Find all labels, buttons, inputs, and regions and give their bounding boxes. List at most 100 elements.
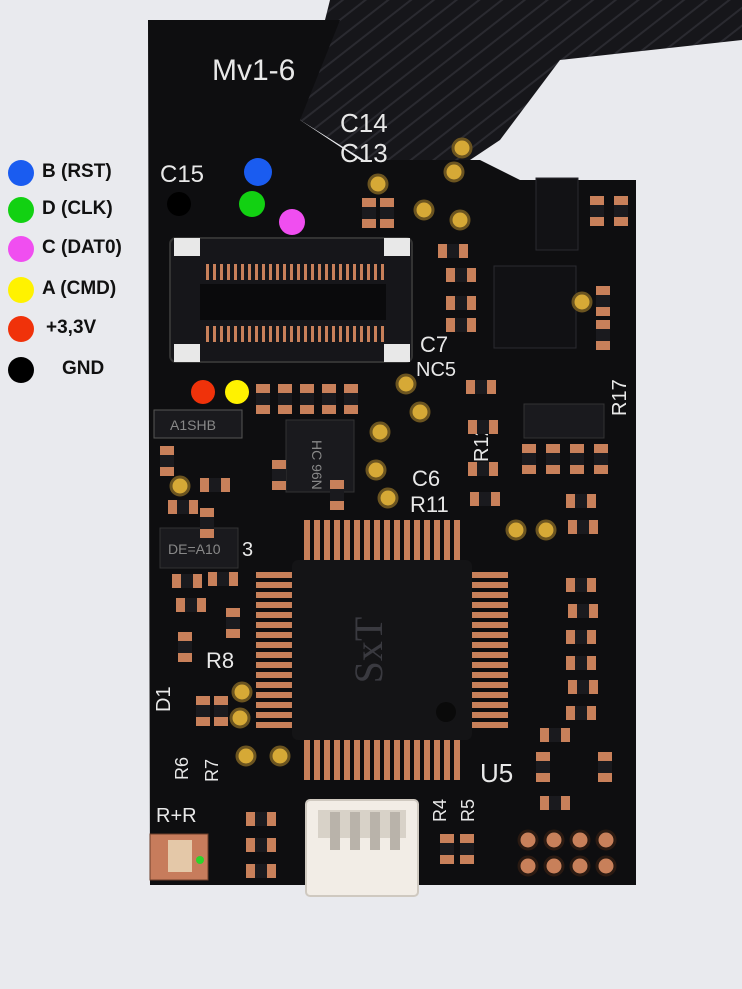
smd-pad [546, 465, 560, 474]
smd-pad [561, 728, 570, 742]
smd-pad [522, 444, 536, 453]
chip-pin [472, 662, 508, 668]
connector-pin [206, 326, 209, 342]
smd-pad [160, 467, 174, 476]
smd-pad [522, 465, 536, 474]
smd-pad [596, 286, 610, 295]
connector-pin [206, 264, 209, 280]
smd-pad [278, 384, 292, 393]
smd-pad [256, 405, 270, 414]
connector-pin [213, 264, 216, 280]
smd-pad [546, 444, 560, 453]
smd-pad [590, 196, 604, 205]
smd-pad [178, 653, 192, 662]
chip-pin [472, 682, 508, 688]
legend-dot-icon [8, 160, 34, 186]
connector-pin [290, 264, 293, 280]
chip-pin [454, 740, 460, 780]
chip-pin [314, 520, 320, 560]
chip-pin [472, 622, 508, 628]
chip-pin [394, 520, 400, 560]
legend-dot-icon [8, 277, 34, 303]
smd-pad [200, 529, 214, 538]
connector-pin [297, 264, 300, 280]
connector-pin [220, 326, 223, 342]
connector-pin [241, 264, 244, 280]
flex-cable [300, 0, 742, 170]
smd-pad [594, 444, 608, 453]
chip-pin [256, 712, 292, 718]
chip-pin [472, 582, 508, 588]
smd-pad [568, 680, 577, 694]
smd-pad [446, 268, 455, 282]
smd-pad [540, 728, 549, 742]
connector-pin [248, 264, 251, 280]
chip-pin [374, 520, 380, 560]
test-pad [409, 401, 431, 423]
led-component [149, 833, 209, 881]
jst-connector [305, 799, 419, 897]
ic-de: DE=A10 [159, 527, 239, 569]
chip-pin [304, 740, 310, 780]
smd-pad [267, 812, 276, 826]
smd-pad [160, 446, 174, 455]
connector-pin [325, 264, 328, 280]
chip-left-text: DE=A10 [168, 541, 221, 557]
smd-pad [566, 656, 575, 670]
smd-pad [267, 838, 276, 852]
connector-pin [269, 326, 272, 342]
chip-pin [256, 682, 292, 688]
test-pad [269, 745, 291, 767]
chip-pin [472, 672, 508, 678]
chip-pin [256, 672, 292, 678]
legend-dot-icon [8, 316, 34, 342]
smd-pad [246, 812, 255, 826]
chip-pin [472, 572, 508, 578]
smd-pad [468, 420, 477, 434]
through-hole [517, 855, 539, 877]
smd-pad [380, 198, 394, 207]
connector-pin [269, 264, 272, 280]
connector-pin [346, 264, 349, 280]
chip-pin [256, 652, 292, 658]
silk-r4: R4 [430, 799, 450, 822]
chip-pin [472, 692, 508, 698]
smd-pad [330, 480, 344, 489]
chip-pin [256, 702, 292, 708]
smd-pad [300, 384, 314, 393]
smd-pad [176, 598, 185, 612]
chip-pin [364, 520, 370, 560]
smd-pad [590, 217, 604, 226]
smd-pad [322, 405, 336, 414]
connector-pin [360, 326, 363, 342]
smd-pad [256, 384, 270, 393]
smd-pad [246, 838, 255, 852]
smd-pad [362, 219, 376, 228]
probe-clk-dot [239, 191, 265, 217]
connector-pin [339, 264, 342, 280]
smd-pad [614, 196, 628, 205]
smd-pad [200, 478, 209, 492]
smd-pad [566, 578, 575, 592]
smd-pad [466, 380, 475, 394]
connector-pin [283, 326, 286, 342]
chip-pin [354, 520, 360, 560]
chip-pin [454, 520, 460, 560]
legend-label: +3,3V [46, 317, 97, 338]
legend-dot-icon [8, 197, 34, 223]
connector-pin [353, 326, 356, 342]
smd-pad [330, 501, 344, 510]
smd-pad [596, 320, 610, 329]
legend-label: C (DAT0) [42, 237, 122, 258]
connector-pin [381, 264, 384, 280]
ic-small-left: A1SHB [153, 409, 243, 439]
smd-pad [278, 405, 292, 414]
chip-pin [256, 602, 292, 608]
connector-pin [248, 326, 251, 342]
chip-pin [256, 622, 292, 628]
smd-pad [589, 520, 598, 534]
chip-pin [472, 652, 508, 658]
smd-pad [540, 796, 549, 810]
silk-u5: U5 [480, 758, 513, 788]
